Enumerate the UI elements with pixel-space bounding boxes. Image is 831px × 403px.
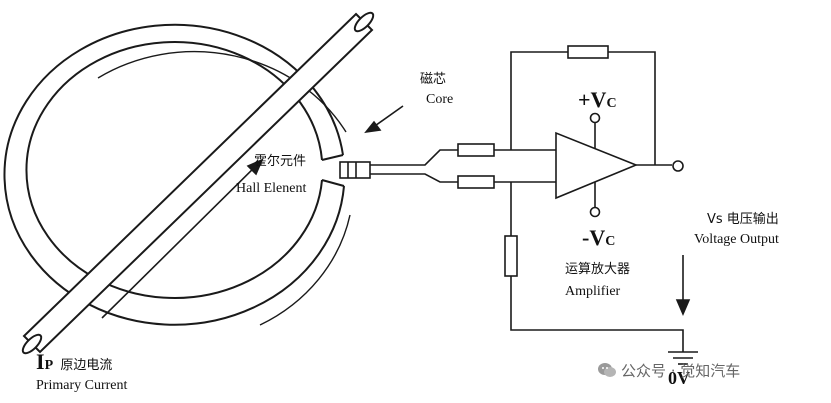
amp-label-en: Amplifier (565, 284, 621, 299)
input-resistor-top (457, 143, 495, 157)
watermark-text: 公众号 · 觉知汽车 (621, 362, 741, 380)
ip-label-en: Primary Current (36, 378, 128, 393)
load-resistor (504, 235, 518, 277)
vminus-terminal (589, 206, 601, 218)
core-pointer (364, 105, 404, 134)
magnetic-core-inner (25, 41, 323, 299)
watermark: 公众号 · 觉知汽车 (597, 360, 740, 381)
ground-label: 0V (668, 368, 690, 388)
vs-label-cn: Vs 电压输出 (707, 212, 779, 227)
output-terminal (672, 160, 684, 172)
op-amp (555, 131, 639, 200)
wechat-icon (597, 362, 617, 378)
ground-symbol (668, 351, 698, 365)
vs-label-en: Voltage Output (694, 232, 779, 247)
amp-label-cn: 运算放大器 (565, 262, 631, 277)
vminus-label: -VC (582, 225, 616, 250)
vplus-label: +VC (578, 87, 617, 112)
current-arrow (101, 158, 264, 319)
primary-conductor (21, 11, 375, 355)
magnetic-core-outer (3, 23, 345, 326)
ip-label-cn: 原边电流 (60, 358, 113, 373)
ip-label: IP 原边电流 (36, 349, 113, 374)
core-label-cn: 磁芯 (420, 72, 447, 87)
vplus-terminal (589, 112, 601, 124)
hall-element (339, 161, 371, 179)
output-arrow (675, 255, 691, 317)
hall-label-en: Hall Elenent (236, 181, 307, 196)
core-label-en: Core (426, 92, 454, 107)
input-resistor-bottom (457, 175, 495, 189)
hall-label-cn: 霍尔元件 (254, 154, 307, 169)
feedback-resistor (567, 45, 609, 59)
